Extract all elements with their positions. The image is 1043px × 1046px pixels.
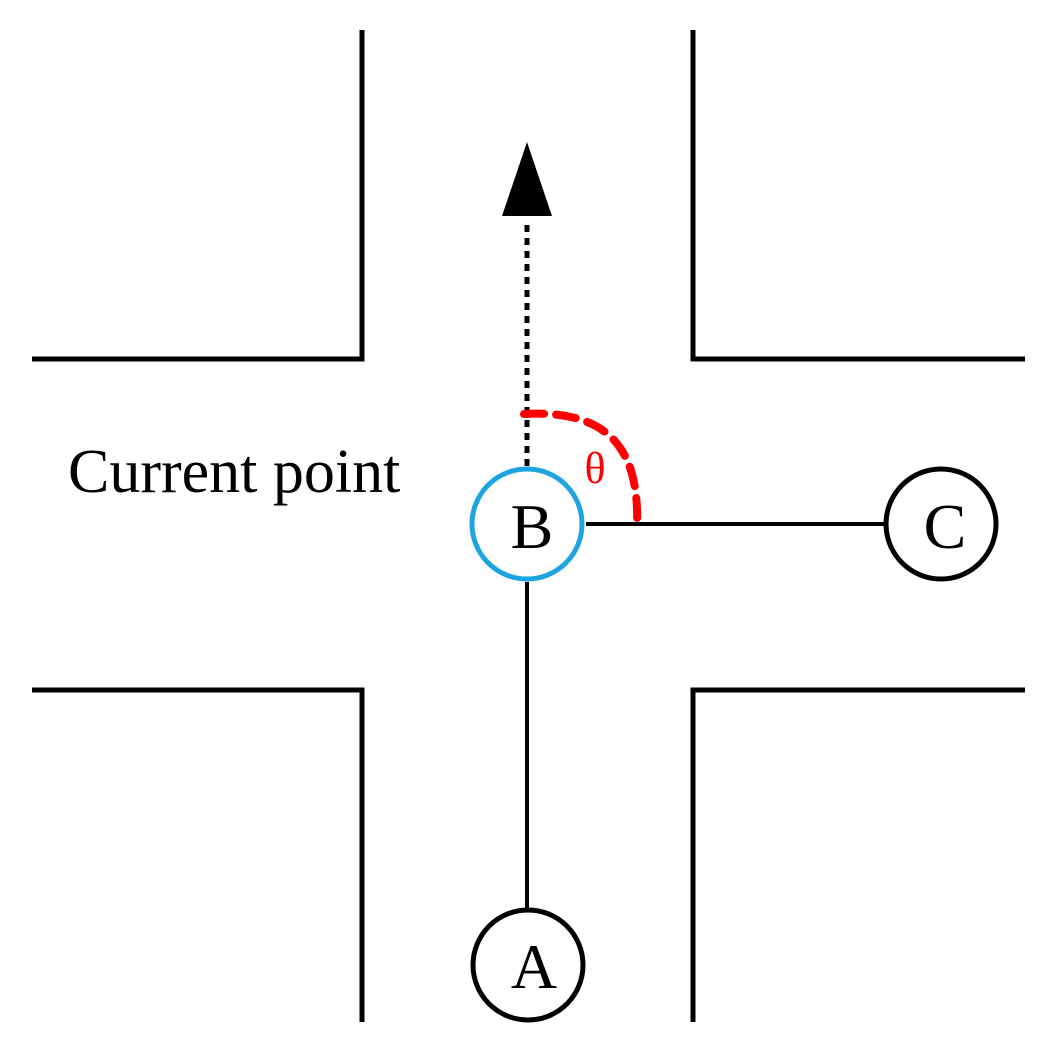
angle-arc <box>520 409 642 530</box>
node-a-label: A <box>511 931 557 1002</box>
node-c-label: C <box>924 491 967 562</box>
road-corner-bottom-left <box>32 687 365 1022</box>
road-corner-bottom-right <box>690 687 1025 1022</box>
road-corner-top-left <box>32 30 365 362</box>
arrow-up-icon <box>502 142 552 216</box>
node-c: C <box>883 466 999 582</box>
node-a: A <box>470 907 586 1023</box>
node-a-circle <box>470 907 586 1023</box>
angle-label: θ <box>584 444 605 493</box>
node-c-circle <box>883 466 999 582</box>
current-point-label: Current point <box>68 438 400 506</box>
road-boundaries <box>32 30 1025 1022</box>
node-b-label: B <box>511 491 554 562</box>
node-b-current: B <box>469 466 585 582</box>
road-corner-top-right <box>690 30 1025 362</box>
node-b-circle <box>469 466 585 582</box>
